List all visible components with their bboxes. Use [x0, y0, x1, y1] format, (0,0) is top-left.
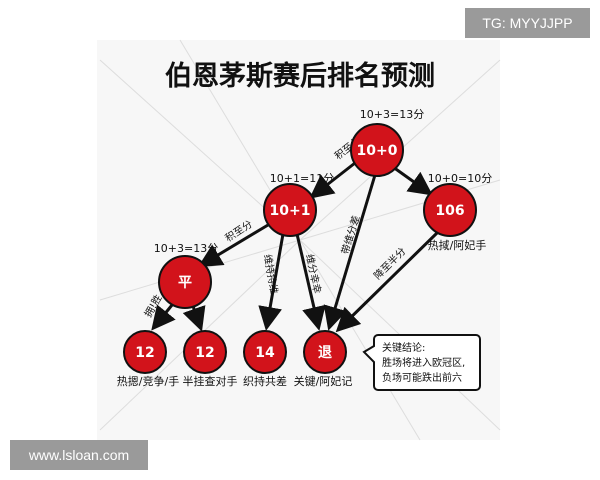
- node-caption: 织持共差: [243, 374, 287, 388]
- node-label: 14: [255, 345, 275, 361]
- edge-draw1-ping: [197, 223, 269, 268]
- edge-root-l4: [323, 174, 377, 331]
- node-caption: 关键/阿妃记: [294, 374, 353, 388]
- edge-loss-l4: [335, 230, 440, 333]
- callout: 关键结论: 胜场将进入欧冠区, 负场可能跌出前六: [362, 334, 481, 391]
- nodes: [123, 123, 477, 374]
- watermark-top: TG: MYYJJPP: [465, 8, 590, 38]
- node-label: 12: [135, 345, 154, 361]
- node-label: 平: [178, 275, 192, 291]
- node-caption: 热摁/竞争/手: [117, 374, 179, 388]
- node-l4: [303, 330, 347, 374]
- node-score: 10+0=10分: [428, 172, 492, 185]
- edge-root-draw1: [309, 161, 356, 199]
- node-score: 10+3=13分: [154, 242, 218, 255]
- edge-draw1-l4: [295, 233, 326, 331]
- node-label: 106: [435, 203, 464, 219]
- page-title: 伯恩茅斯赛后排名预测: [165, 60, 435, 92]
- edge-ping-l1: [151, 304, 176, 331]
- node-loss: [423, 183, 477, 237]
- node-label: 12: [195, 345, 214, 361]
- node-score: 10+1=11分: [270, 172, 334, 185]
- node-label: 退: [318, 345, 332, 361]
- callout-line: 胜场将进入欧冠区,: [382, 356, 465, 369]
- node-label: 10+0: [357, 143, 398, 159]
- node-root: [350, 123, 404, 177]
- edge-ping-l2: [182, 305, 206, 332]
- node-l3: [243, 330, 287, 374]
- watermark-bottom: www.lsloan.com: [10, 440, 148, 470]
- node-score: 10+3=13分: [360, 108, 424, 121]
- edge-draw1-l3: [258, 233, 285, 331]
- node-label: 10+1: [270, 203, 311, 219]
- edges: [151, 161, 440, 333]
- callout-line: 负场可能跌出前六: [382, 371, 462, 384]
- node-draw1: [263, 183, 317, 237]
- node-l2: [183, 330, 227, 374]
- node-caption: 热掝/阿妃手: [428, 238, 487, 252]
- node-caption: 半挂查对手: [183, 374, 238, 388]
- edge-root-loss: [392, 165, 433, 196]
- callout-line: 关键结论:: [382, 341, 425, 354]
- node-l1: [123, 330, 167, 374]
- node-ping: [158, 255, 212, 309]
